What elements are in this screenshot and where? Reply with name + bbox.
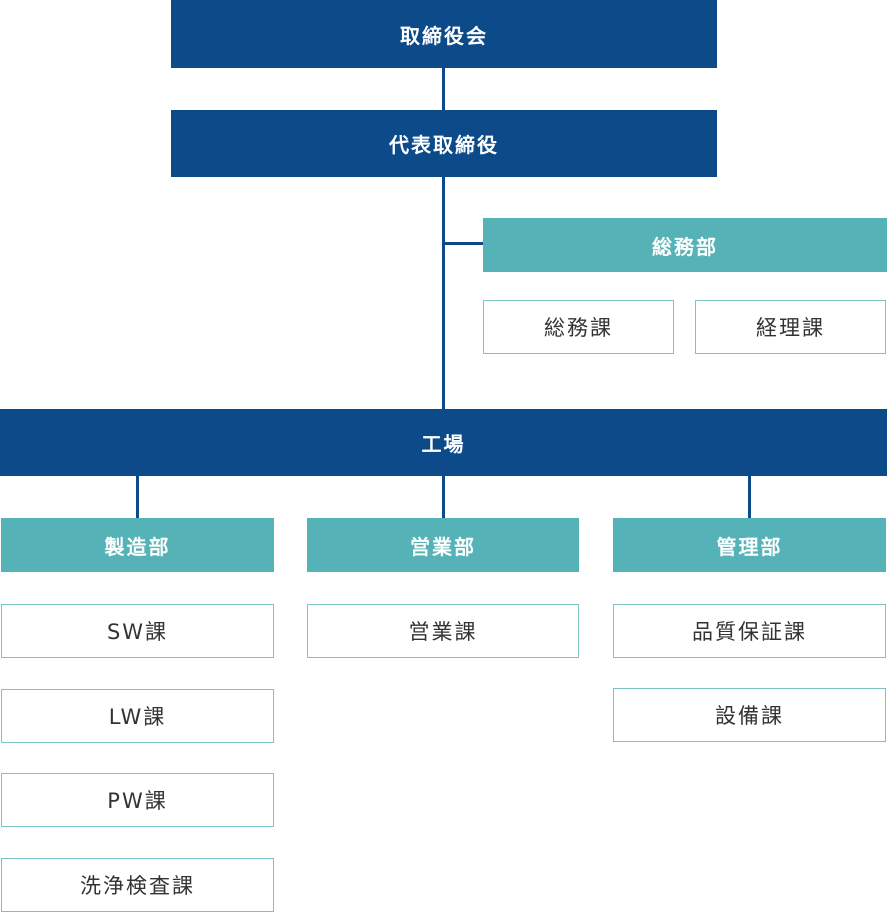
- sales-department: 営業部: [307, 518, 579, 572]
- manufacturing-department: 製造部: [1, 518, 274, 572]
- sales-section: 営業課: [307, 604, 579, 658]
- connector-general-affairs: [442, 242, 483, 245]
- management-department: 管理部: [613, 518, 886, 572]
- board-of-directors-box: 取締役会: [171, 0, 717, 68]
- equipment-section: 設備課: [613, 688, 886, 742]
- connector-board-president: [442, 68, 445, 110]
- connector-president-factory: [442, 177, 445, 409]
- president-box: 代表取締役: [171, 110, 717, 177]
- quality-assurance-section: 品質保証課: [613, 604, 886, 658]
- general-affairs-department: 総務部: [483, 218, 887, 272]
- pw-section: PW課: [1, 773, 274, 827]
- lw-section: LW課: [1, 689, 274, 743]
- connector-factory-management: [748, 476, 751, 518]
- connector-factory-manufacturing: [136, 476, 139, 518]
- general-affairs-section: 総務課: [483, 300, 674, 354]
- sw-section: SW課: [1, 604, 274, 658]
- connector-factory-sales: [442, 476, 445, 518]
- accounting-section: 経理課: [695, 300, 886, 354]
- factory-box: 工場: [0, 409, 887, 476]
- cleaning-inspection-section: 洗浄検査課: [1, 858, 274, 912]
